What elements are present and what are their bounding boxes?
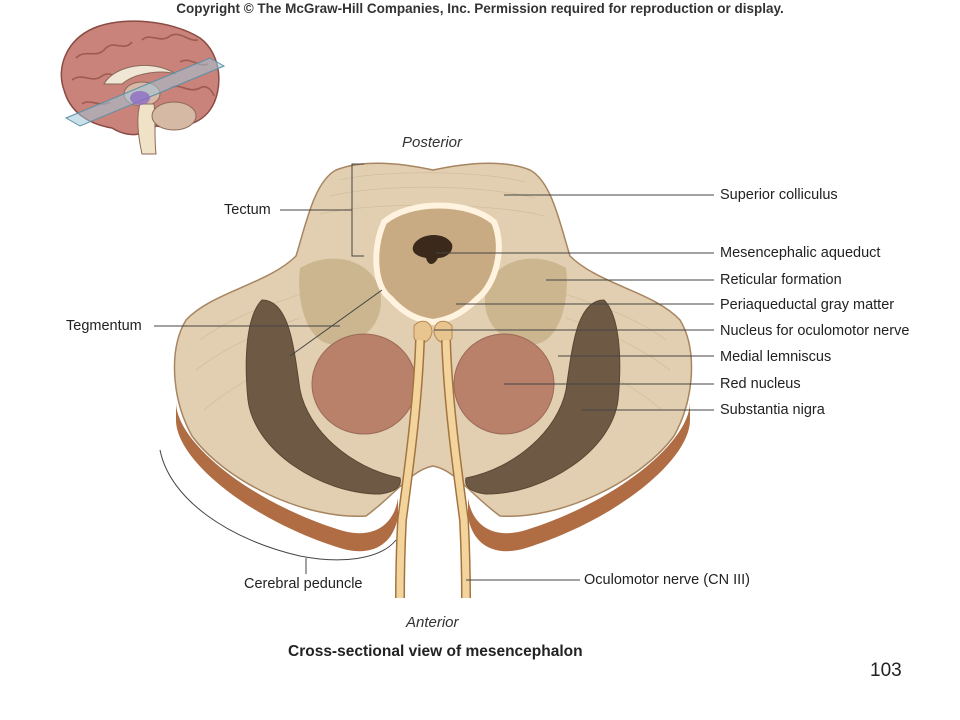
anterior-label: Anterior	[406, 614, 459, 631]
brain-thumbnail	[60, 20, 226, 155]
label-periaqueductal-gray: Periaqueductal gray matter	[720, 297, 895, 313]
page-number: 103	[870, 660, 902, 681]
label-tegmentum: Tegmentum	[66, 318, 142, 334]
label-red-nucleus: Red nucleus	[720, 376, 801, 392]
label-oculomotor-nucleus: Nucleus for oculomotor nerve	[720, 323, 910, 339]
label-tectum: Tectum	[224, 202, 271, 218]
figure-caption: Cross-sectional view of mesencephalon	[288, 643, 583, 660]
label-oculomotor-nerve: Oculomotor nerve (CN III)	[584, 572, 750, 588]
label-cerebral-peduncle: Cerebral peduncle	[244, 576, 363, 592]
label-mesencephalic-aqueduct: Mesencephalic aqueduct	[720, 245, 881, 261]
label-substantia-nigra: Substantia nigra	[720, 402, 825, 418]
label-medial-lemniscus: Medial lemniscus	[720, 349, 832, 365]
posterior-label: Posterior	[402, 134, 463, 151]
copyright-notice: Copyright © The McGraw-Hill Companies, I…	[176, 1, 784, 16]
label-reticular-formation: Reticular formation	[720, 272, 842, 288]
label-superior-colliculus: Superior colliculus	[720, 187, 838, 203]
